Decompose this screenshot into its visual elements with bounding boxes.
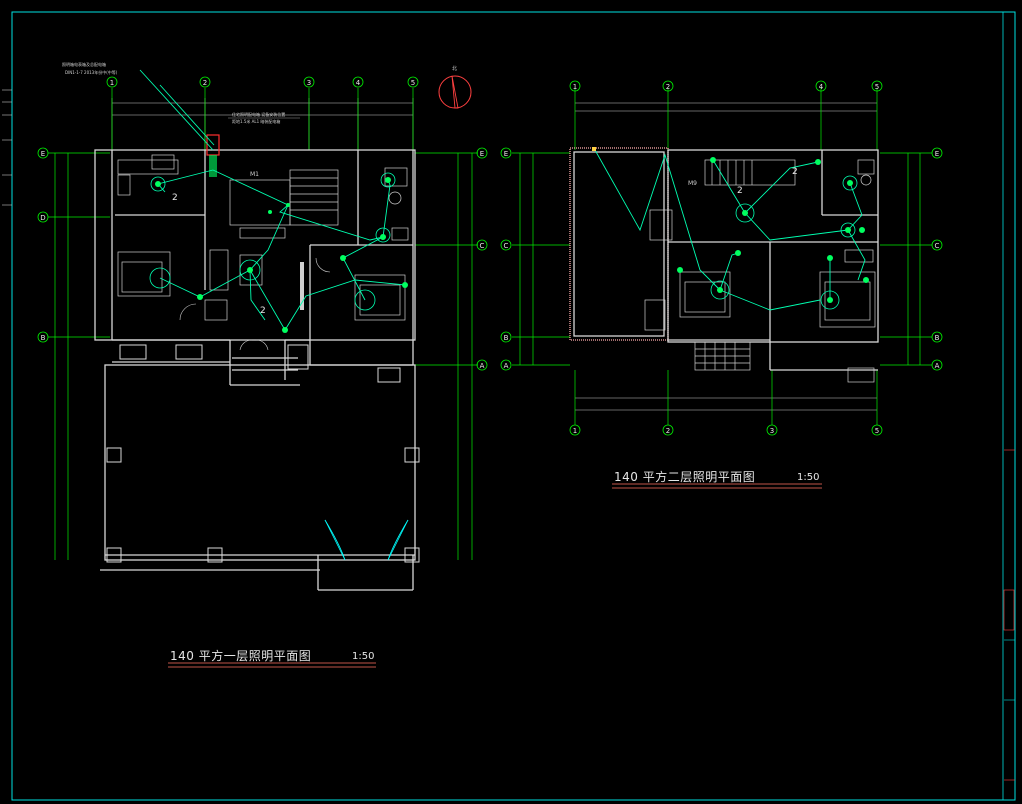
panel-note: 距地1.5米 AL1 暗装配电箱 [232,118,280,124]
north-label: 北 [452,65,457,72]
lighting-circuits [139,69,406,331]
axis-label: 1 [573,427,577,435]
axis-bubbles-right: E C B A [931,147,943,371]
axis-label: E [41,150,45,158]
panel-label: 住宅照明配电箱 设备安装位置 [232,111,285,117]
circuit-number: 2 [792,167,798,177]
columns [106,344,420,563]
walls [94,149,416,591]
circuit-tag: M1 [250,171,259,178]
axis-label: 4 [356,79,361,87]
axis-bubbles-left: E C B A [500,147,512,371]
axis-label: 2 [666,83,670,91]
axis-label: 5 [875,427,879,435]
axis-label: A [480,362,485,370]
plan2-title: 140 平方二层照明平面图 [614,470,756,484]
circuit-number: 2 [737,186,743,196]
axis-label: B [41,334,46,342]
axis-label: 3 [770,427,774,435]
axis-label: C [504,242,509,250]
panel-note-2: DIN1-1-7 2013年份中(中等) [65,69,118,75]
north-arrow: 北 [438,65,472,109]
axis-label: A [935,362,940,370]
axis-label: 5 [411,79,415,87]
plan2-scale: 1:50 [797,472,820,483]
panel-note-1: 照明箱电表箱及总配电箱 [62,61,106,67]
axis-label: B [504,334,509,342]
second-floor-plan: 1 2 4 5 1 2 3 5 E C B A [500,80,943,436]
ground-floor-plan: 1 2 3 4 5 E D B E C A [37,61,488,591]
axis-label: B [935,334,940,342]
axis-bubbles-top: 1 2 3 4 5 [106,76,419,88]
axis-label: 4 [819,83,824,91]
plan1-title: 140 平方一层照明平面图 [170,649,312,663]
axis-bubbles-right: E C A [476,147,488,371]
axis-label: E [480,150,484,158]
axis-label: 2 [203,79,207,87]
axis-label: D [40,214,45,222]
circuit-number: 2 [260,306,266,316]
axis-label: A [504,362,509,370]
axis-label: 5 [875,83,879,91]
axis-label: 1 [573,83,577,91]
left-margin-marks [2,89,12,206]
plan1-scale: 1:50 [352,651,375,662]
walls [569,147,879,371]
axis-bubbles-top: 1 2 4 5 [569,80,883,92]
axis-label: C [480,242,485,250]
axis-label: E [504,150,508,158]
light-fixtures [155,177,408,333]
axis-label: 2 [666,427,670,435]
furniture [644,159,876,383]
doors [324,519,409,561]
axis-label: C [935,242,940,250]
axis-label: E [935,150,939,158]
circuit-number: 2 [172,193,178,203]
axis-label: 3 [307,79,311,87]
axis-lines [48,88,478,560]
axis-lines [512,88,932,425]
meter-box [209,155,217,177]
circuit-tag: M9 [688,180,697,187]
axis-label: 1 [110,79,114,87]
axis-bubbles-bottom: 1 2 3 5 [569,424,883,436]
furniture [117,154,409,321]
light-fixtures [677,157,869,303]
title-block-marks [1003,449,1015,781]
axis-bubbles-left: E D B [37,147,49,343]
drawing-frame [11,11,1016,801]
